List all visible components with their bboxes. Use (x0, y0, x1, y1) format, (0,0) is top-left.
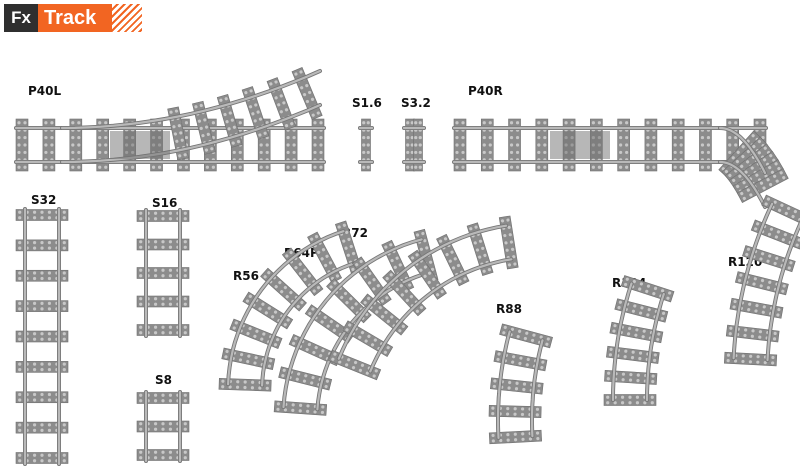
label-s3-2: S3.2 (401, 96, 431, 110)
fx-track-logo: Fx Track (0, 0, 142, 36)
sleeper (603, 394, 657, 406)
sleeper (361, 118, 371, 172)
track-piece-p40r[interactable] (452, 118, 789, 209)
sleeper (413, 118, 423, 172)
sleeper (606, 345, 660, 364)
sleeper (136, 238, 190, 251)
track-piece-p40l[interactable] (14, 67, 326, 172)
sleeper (723, 351, 778, 367)
sleeper (42, 118, 56, 172)
sleeper (273, 400, 328, 416)
sleeper (761, 194, 800, 228)
track-piece-s3-2[interactable] (402, 118, 426, 172)
sleeper (405, 118, 415, 172)
track-piece-s8[interactable] (136, 390, 190, 463)
sleeper (136, 392, 190, 404)
label-r88: R88 (496, 302, 522, 316)
sleeper (136, 324, 190, 336)
track-piece-s32[interactable] (15, 207, 69, 466)
sleeper (15, 300, 69, 312)
sleeper (453, 118, 467, 172)
sleeper (15, 421, 69, 434)
label-s16: S16 (152, 196, 178, 210)
sleeper (278, 366, 333, 391)
sleeper (620, 275, 675, 303)
sleeper (96, 118, 110, 172)
sleeper (167, 106, 189, 161)
track-piece-r56[interactable] (218, 220, 363, 392)
sleeper (221, 347, 276, 370)
sleeper (466, 222, 494, 277)
sleeper (488, 429, 543, 445)
label-p40l: P40L (28, 84, 62, 98)
sleeper (736, 168, 789, 203)
sleeper (192, 100, 216, 155)
track-piece-r72[interactable] (328, 215, 519, 381)
sleeper (617, 118, 630, 172)
logo-stripes (112, 4, 142, 32)
track-piece-r88[interactable] (488, 323, 553, 445)
sleeper (498, 215, 519, 270)
sleeper (229, 318, 283, 350)
sleeper (15, 391, 69, 404)
switch-mechanism (550, 131, 610, 159)
logo-fx: Fx (4, 4, 38, 32)
track-piece-r104[interactable] (603, 275, 675, 406)
label-s1-6: S1.6 (352, 96, 382, 110)
sleeper (490, 377, 544, 395)
track-piece-r120[interactable] (723, 194, 800, 367)
track-piece-s16[interactable] (136, 208, 190, 338)
sleeper (508, 118, 521, 172)
sleeper (218, 378, 272, 392)
sleeper (604, 369, 658, 385)
label-s32: S32 (31, 193, 57, 207)
track-piece-s1-6[interactable] (358, 118, 374, 172)
sleeper (15, 118, 29, 172)
sleeper (750, 219, 800, 250)
logo-track: Track (38, 4, 112, 32)
switch-mechanism (110, 131, 170, 159)
label-s8: S8 (155, 373, 172, 387)
label-r56: R56 (233, 269, 259, 283)
label-p40r: P40R (468, 84, 503, 98)
sleeper (729, 297, 784, 319)
sleeper (15, 269, 69, 282)
